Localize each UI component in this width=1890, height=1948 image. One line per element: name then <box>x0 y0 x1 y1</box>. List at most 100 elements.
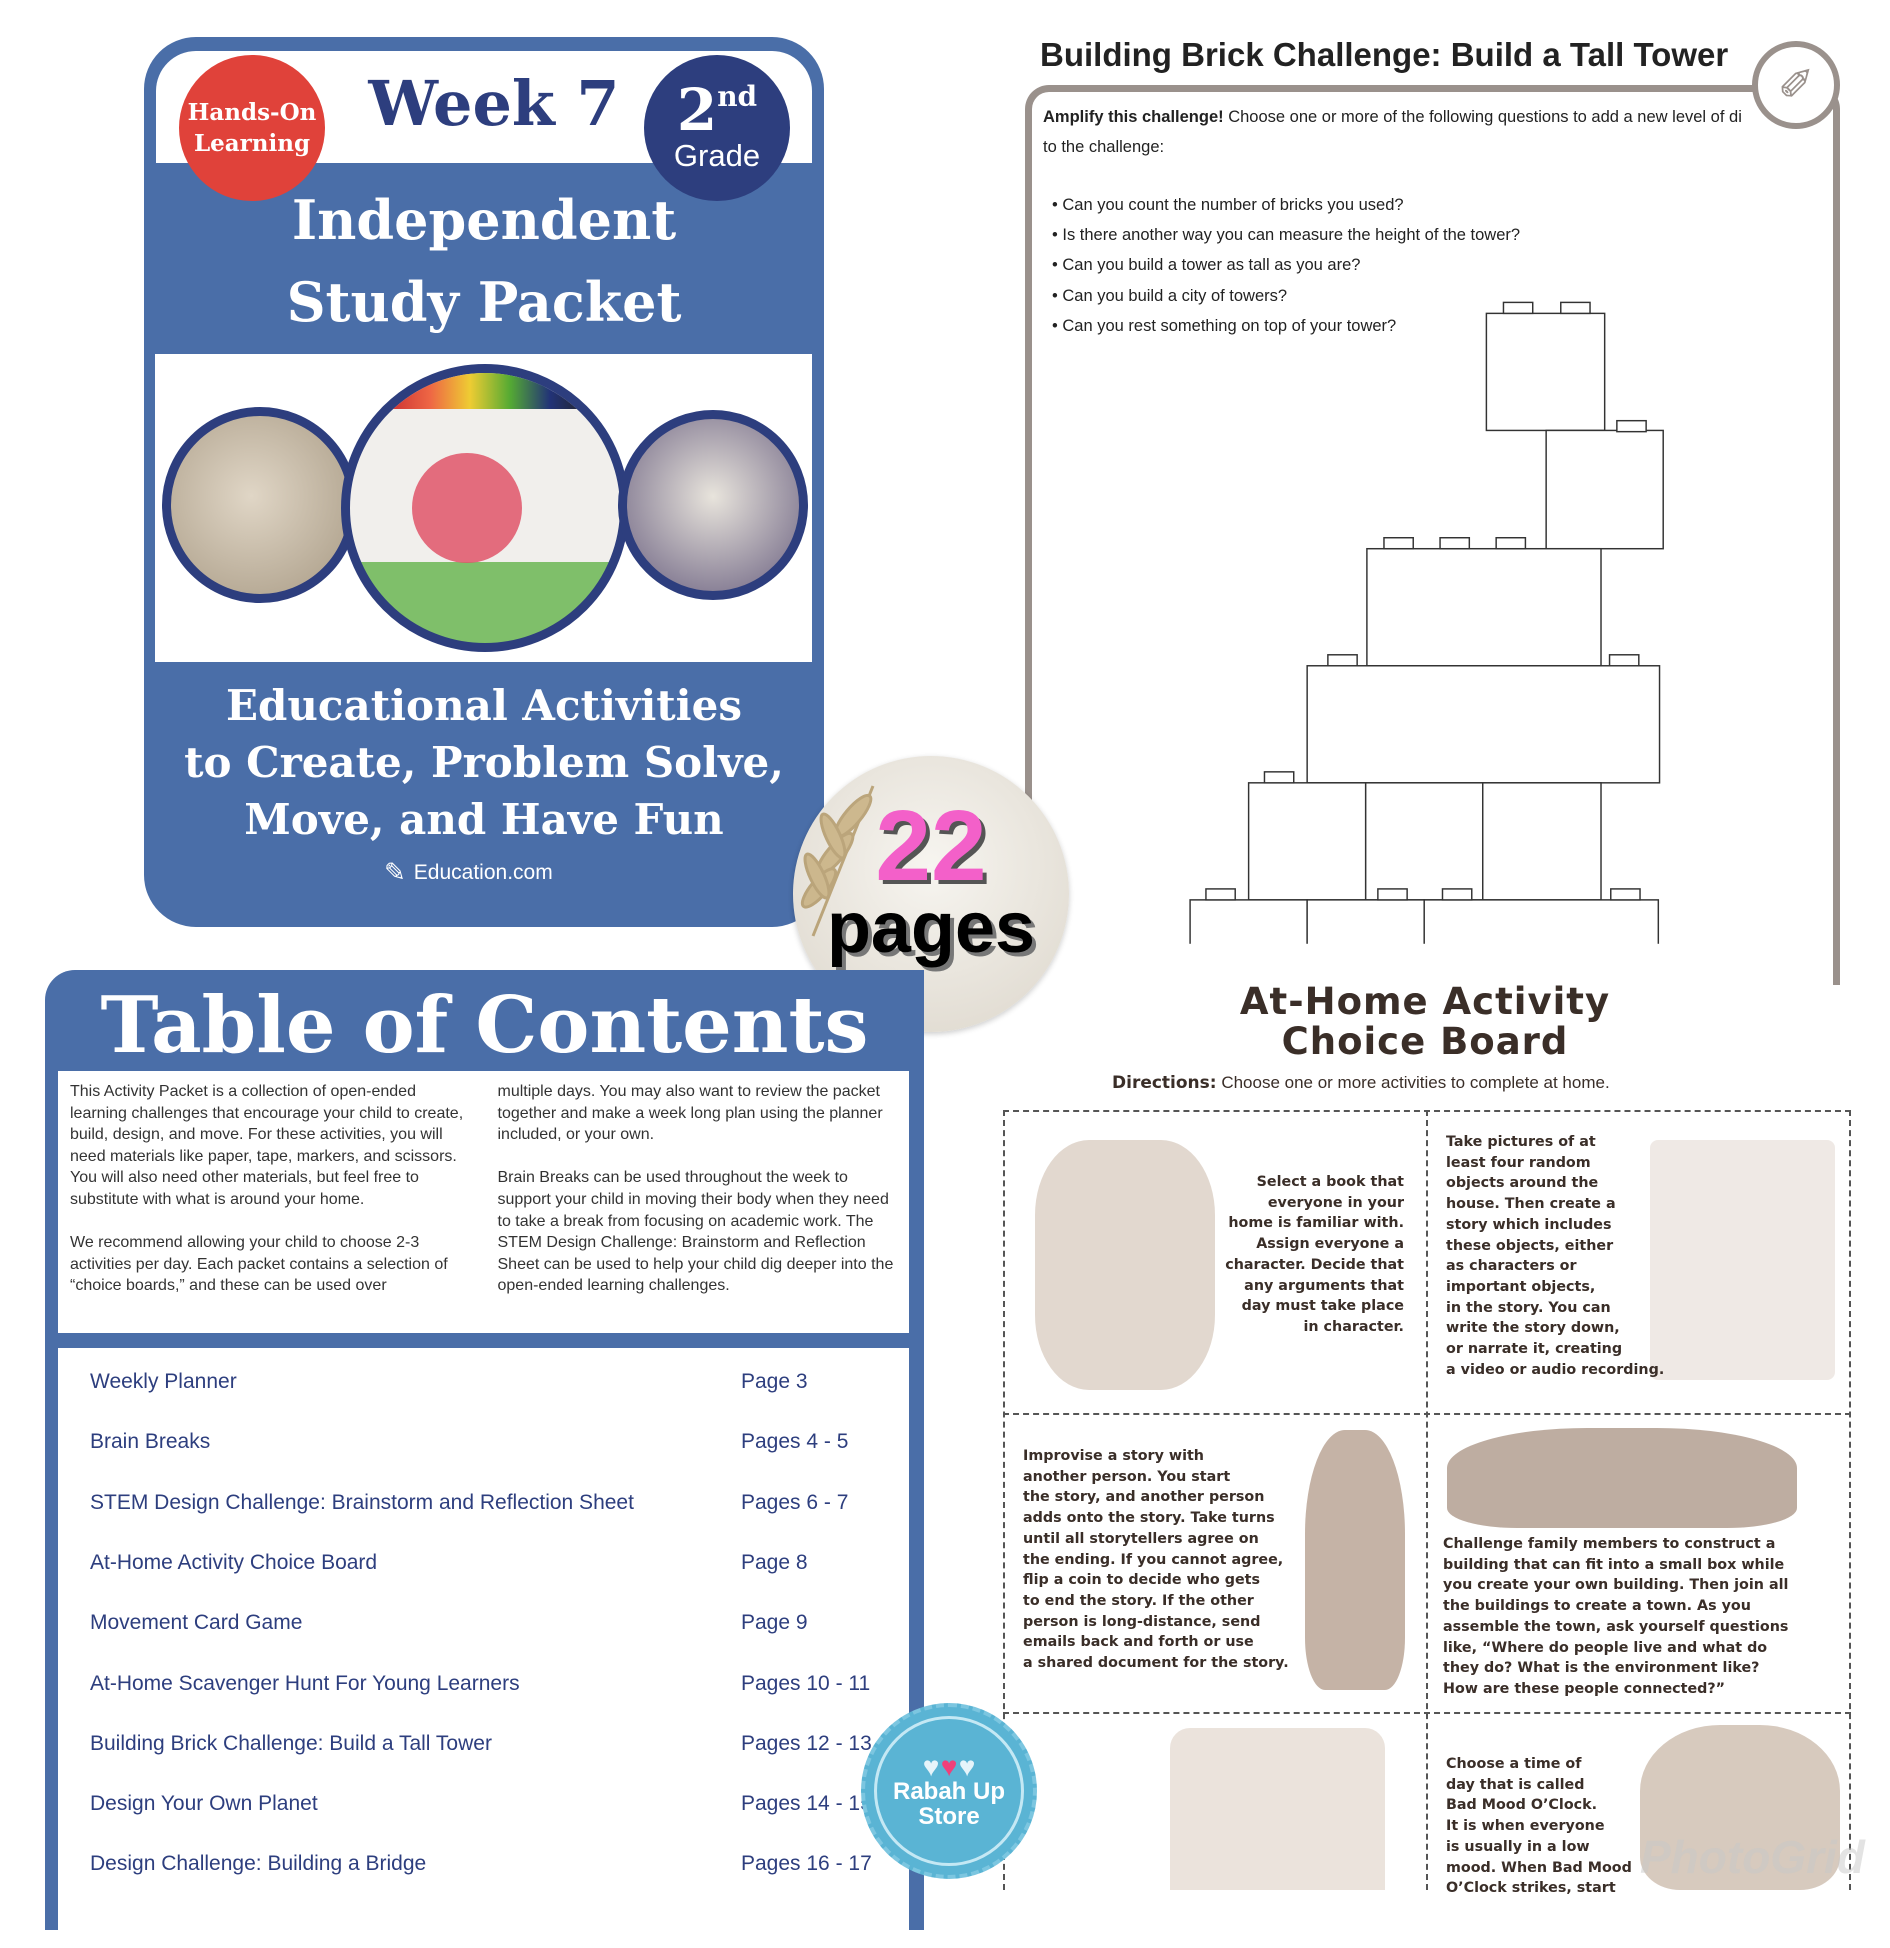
choice-cell-text: Challenge family members to construct a … <box>1443 1536 1789 1697</box>
toc-intro-column: multiple days. You may also want to revi… <box>498 1081 898 1323</box>
watermark: PhotoGrid <box>1640 1831 1865 1883</box>
hands-on-learning-badge: Hands-On Learning <box>179 55 325 201</box>
tower-question: • Can you build a tower as tall as you a… <box>1052 256 1361 275</box>
toc-item-page: Pages 16 - 17 <box>741 1852 872 1876</box>
tower-intro-text: Choose one or more of the following ques… <box>1223 108 1742 126</box>
brick-stud <box>1502 301 1534 315</box>
paint-palette <box>390 373 590 409</box>
brick <box>1366 547 1602 667</box>
brick-stud <box>1608 654 1640 667</box>
brick <box>1485 312 1606 432</box>
directions-label: Directions: <box>1112 1073 1217 1093</box>
cover-subtitle: Educational Activities to Create, Proble… <box>144 677 824 848</box>
tower-intro-line2: to the challenge: <box>1043 138 1165 156</box>
pencil-ruler-icon: ✐ <box>1752 41 1840 129</box>
polaroid-photos-illustration <box>1650 1140 1835 1380</box>
education-com-logo: ✎ Education.com <box>384 857 553 888</box>
toc-row: At-Home Scavenger Hunt For Young Learner… <box>90 1672 900 1696</box>
logo-text: Education.com <box>413 860 553 884</box>
tower-intro-bold: Amplify this challenge! <box>1043 108 1224 126</box>
moon-sand-photo <box>162 407 358 603</box>
brick-stud <box>1205 888 1236 901</box>
toc-paragraph: We recommend allowing your child to choo… <box>70 1234 448 1295</box>
week-label: Week 7 <box>368 67 620 140</box>
pencil-logo-icon: ✎ <box>384 857 406 887</box>
directions-text: Choose one or more activities to complet… <box>1216 1073 1610 1092</box>
table-of-contents-page: Table of Contents This Activity Packet i… <box>45 970 924 1948</box>
kids-with-plants-illustration <box>1170 1728 1385 1890</box>
brick-tower-drawing <box>1170 301 1683 956</box>
tower-intro: Amplify this challenge! Choose one or mo… <box>1043 102 1803 162</box>
toc-item-page: Page 3 <box>741 1370 808 1393</box>
brick <box>1423 899 1660 950</box>
page-count-label: pages <box>826 888 1036 968</box>
brick-stud <box>1560 301 1591 315</box>
grade-suffix: nd <box>717 80 758 113</box>
toc-title: Table of Contents <box>100 980 869 1071</box>
store-badge: ♥ Rabah Up Store <box>861 1703 1037 1879</box>
toc-item-page: Page 8 <box>741 1550 808 1574</box>
choice-board-title: At-Home Activity Choice Board <box>1150 982 1700 1062</box>
choice-board-directions: Directions: Choose one or more activitie… <box>1112 1073 1610 1093</box>
toc-item-label: Design Challenge: Building a Bridge <box>90 1852 427 1876</box>
toc-item-page: Pages 12 - 13 <box>741 1731 872 1755</box>
store-name-line: Store <box>918 1802 980 1830</box>
toc-item-label: At-Home Activity Choice Board <box>90 1550 378 1574</box>
tower-crop-edge <box>1170 943 1683 956</box>
grid-line <box>1849 1110 1851 1890</box>
cover-subtitle-line: Move, and Have Fun <box>244 795 724 844</box>
brick <box>1306 665 1661 784</box>
grade-label: Grade <box>673 138 761 173</box>
toc-row: Building Brick Challenge: Build a Tall T… <box>90 1732 900 1756</box>
toc-paragraph: Brain Breaks can be used throughout the … <box>497 1169 894 1295</box>
choice-cell-text: Select a book that everyone in your home… <box>1225 1174 1404 1335</box>
toc-item-label: At-Home Scavenger Hunt For Young Learner… <box>90 1671 520 1695</box>
cover-subtitle-line: Educational Activities <box>226 681 742 730</box>
brick-stud <box>1263 771 1295 784</box>
brick-stud <box>1610 888 1641 901</box>
toc-paragraph: This Activity Packet is a collection of … <box>70 1083 464 1208</box>
brick <box>1364 782 1484 901</box>
brick-stud <box>1439 537 1471 550</box>
cover-photo-strip <box>155 354 812 662</box>
choice-cell-text: Take pictures of at least four random ob… <box>1446 1134 1665 1378</box>
tower-worksheet-frame <box>1025 85 1840 985</box>
toc-item-page: Pages 6 - 7 <box>741 1490 849 1514</box>
grade-number: 2 <box>676 76 718 144</box>
toc-paragraph: multiple days. You may also want to revi… <box>497 1083 883 1144</box>
tower-question: • Is there another way you can measure t… <box>1052 226 1521 245</box>
toc-row: At-Home Activity Choice Board Page 8 <box>90 1551 900 1575</box>
toc-row: STEM Design Challenge: Brainstorm and Re… <box>90 1491 900 1515</box>
tower-question: • Can you rest something on top of your … <box>1052 316 1397 335</box>
brick-stud <box>1616 419 1647 433</box>
toc-item-label: Weekly Planner <box>90 1370 237 1393</box>
brick <box>1545 429 1664 550</box>
grid-line <box>1426 1110 1428 1890</box>
store-badge-inner: ♥ Rabah Up Store <box>874 1716 1024 1866</box>
winged-heart-icon: ♥ <box>940 1750 958 1782</box>
toc-item-page: Pages 4 - 5 <box>741 1430 849 1454</box>
grid-line <box>1003 1110 1005 1890</box>
toc-row: Design Challenge: Building a Bridge Pages… <box>90 1852 900 1876</box>
painted-face <box>412 453 522 563</box>
tower-question-list: • Can you count the number of bricks you… <box>1052 190 1520 341</box>
choice-cell-text: Improvise a story with another person. Y… <box>1023 1448 1289 1672</box>
brick-stud <box>1383 537 1414 550</box>
toc-intro-column: This Activity Packet is a collection of … <box>70 1081 470 1323</box>
brick <box>1306 899 1425 950</box>
choice-board-title-line: At-Home Activity <box>1239 980 1611 1023</box>
brick <box>1189 899 1308 950</box>
brick-stud <box>1377 888 1408 901</box>
cover-title: Independent Study Packet <box>144 179 824 343</box>
toc-item-page: Page 9 <box>741 1611 808 1635</box>
brick <box>1247 782 1367 901</box>
cover-title-line: Study Packet <box>286 270 682 334</box>
store-name-line: Rabah Up <box>892 1777 1005 1805</box>
grade-badge: 2nd Grade <box>644 55 790 201</box>
brick-stud <box>1441 888 1473 901</box>
tower-worksheet-title: Building Brick Challenge: Build a Tall T… <box>1040 36 1729 73</box>
